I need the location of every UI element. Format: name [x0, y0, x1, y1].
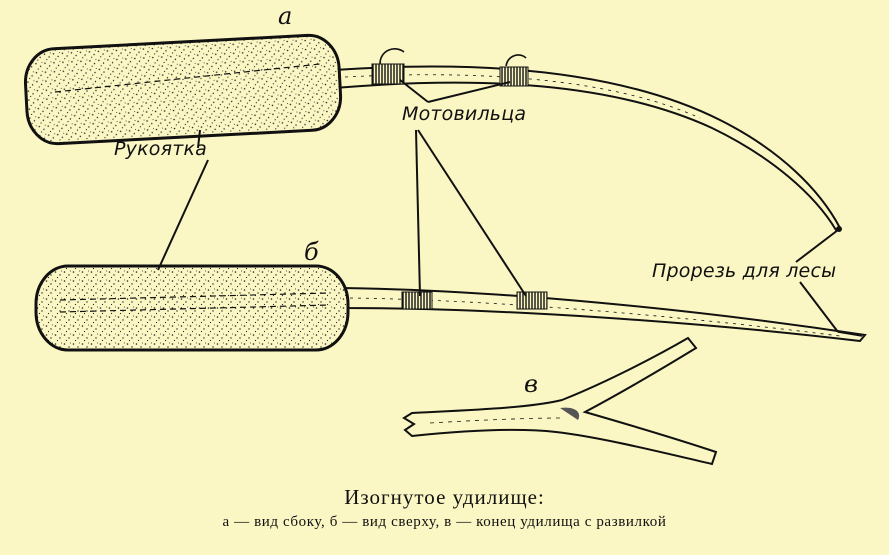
leader-slot-a — [795, 229, 839, 263]
figure-letter-b: б — [304, 238, 319, 266]
rod-a-shaft — [333, 65, 842, 232]
leader-lines — [157, 79, 839, 333]
line-guide-b1 — [401, 291, 433, 310]
leader-handle-a — [197, 129, 201, 149]
leader-guide-a1 — [399, 79, 429, 103]
figure-letter-c: в — [524, 370, 538, 398]
rod-a-handle — [23, 33, 343, 146]
line-slot-label: Прорезь для лесы — [652, 260, 837, 282]
caption-title: Изогнутое удилище: — [344, 485, 545, 509]
handle-label: Рукоятка — [114, 138, 208, 160]
leader-handle-b — [157, 159, 209, 271]
leader-slot-b — [799, 281, 839, 333]
leader-guide-a2 — [427, 81, 511, 103]
figure-letter-a: а — [278, 2, 293, 30]
fork-shape — [402, 336, 718, 466]
line-guides-label: Мотовильца — [402, 103, 527, 125]
leader-guide-b1 — [415, 129, 421, 297]
leader-guide-b2 — [417, 129, 527, 297]
rod-top-view — [34, 264, 867, 352]
line-guide-a2 — [499, 66, 529, 87]
rod-side-view — [23, 33, 842, 232]
rod-fork-end — [402, 336, 718, 466]
rod-b-shaft — [341, 286, 867, 343]
caption-subtitle: а — вид сбоку, б — вид сверху, в — конец… — [222, 514, 667, 530]
line-guide-b2 — [516, 291, 548, 310]
line-guide-a1 — [371, 63, 405, 85]
